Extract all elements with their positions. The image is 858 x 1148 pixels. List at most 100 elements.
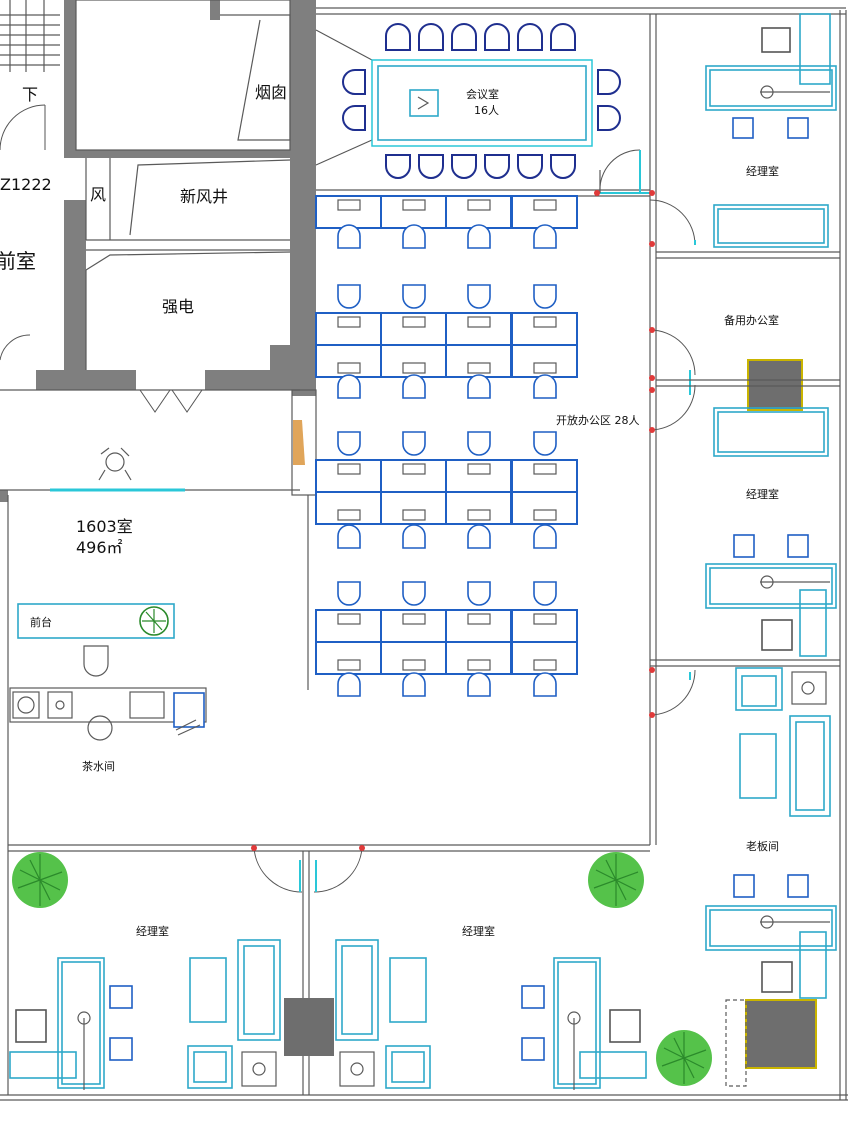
boss-room: 老板间 <box>705 667 837 1087</box>
door-markers <box>251 190 655 851</box>
computer-monitor-icon <box>467 463 491 475</box>
computer-monitor-icon <box>337 316 361 328</box>
office-chair-icon <box>467 581 491 606</box>
manager-room-mid-label: 经理室 <box>746 487 779 501</box>
electrical-label: 强电 <box>162 297 194 316</box>
manager-room-top: 经理室 <box>656 13 840 259</box>
office-chair-icon <box>533 431 557 456</box>
bottom-manager-rooms: 经理室 经理室 <box>9 847 647 1095</box>
stair-down-label: 下 <box>22 85 38 104</box>
workstation-desk <box>315 312 382 346</box>
reception-label: 前台 <box>30 615 52 629</box>
office-chair-icon <box>467 524 491 549</box>
computer-monitor-icon <box>402 199 426 211</box>
workstation-desk <box>511 609 578 643</box>
computer-monitor-icon <box>337 659 361 671</box>
office-chair-icon <box>337 524 361 549</box>
computer-monitor-icon <box>533 316 557 328</box>
person-figure-icon <box>98 447 132 481</box>
meeting-room-label: 会议室 <box>466 87 499 101</box>
office-chair-icon <box>337 284 361 309</box>
office-chair-icon <box>533 524 557 549</box>
workstation-desk <box>315 491 382 525</box>
workstation-desk <box>445 459 512 493</box>
workstation-desk <box>445 195 512 229</box>
meeting-chairs <box>342 23 621 179</box>
workstation-desk <box>511 344 578 378</box>
meeting-room: 会议室 16人 <box>315 23 650 197</box>
workstation-desk <box>445 491 512 525</box>
plant-icon <box>12 852 68 908</box>
workstation-desk <box>315 344 382 378</box>
workstation-desk <box>511 312 578 346</box>
core-rooms <box>0 0 317 496</box>
office-chair-icon <box>337 672 361 697</box>
room-code-label: Z1222 <box>0 175 52 194</box>
tea-room-label: 茶水间 <box>82 760 115 773</box>
office-chair-icon <box>533 581 557 606</box>
workstation-desk <box>380 491 447 525</box>
computer-monitor-icon <box>337 199 361 211</box>
office-chair-icon <box>533 224 557 249</box>
spare-office: 备用办公室 <box>656 313 840 457</box>
workstation-desk <box>511 459 578 493</box>
manager-room-top-label: 经理室 <box>746 164 779 178</box>
computer-monitor-icon <box>533 613 557 625</box>
workstation-desk <box>380 195 447 229</box>
workstation-desk <box>511 195 578 229</box>
computer-monitor-icon <box>533 509 557 521</box>
office-chair-icon <box>467 284 491 309</box>
computer-monitor-icon <box>337 509 361 521</box>
workstation-desk <box>445 609 512 643</box>
computer-monitor-icon <box>402 659 426 671</box>
workstation-desk <box>315 459 382 493</box>
computer-monitor-icon <box>467 362 491 374</box>
unit-1603: 1603室 496㎡ 前台 茶水间 <box>7 495 650 1095</box>
unit-area-label: 496㎡ <box>76 538 123 557</box>
manager-room-mid: 经理室 <box>650 487 840 667</box>
office-chair-icon <box>337 224 361 249</box>
workstation-desk <box>380 609 447 643</box>
office-chair-icon <box>467 672 491 697</box>
computer-monitor-icon <box>467 316 491 328</box>
computer-monitor-icon <box>467 509 491 521</box>
office-chair-icon <box>402 431 426 456</box>
workstation-desk <box>380 459 447 493</box>
office-chair-icon <box>467 374 491 399</box>
core-walls <box>0 0 316 502</box>
computer-monitor-icon <box>533 199 557 211</box>
unit-number-label: 1603室 <box>76 517 133 536</box>
computer-monitor-icon <box>337 463 361 475</box>
workstation-desk <box>380 344 447 378</box>
office-chair-icon <box>533 374 557 399</box>
open-office-label: 开放办公区 28人 <box>556 413 640 427</box>
computer-monitor-icon <box>467 199 491 211</box>
plant-icon <box>656 1030 712 1086</box>
office-chair-icon <box>533 672 557 697</box>
spare-office-label: 备用办公室 <box>724 313 779 327</box>
chimney-label: 烟囱 <box>255 83 287 102</box>
office-chair-icon <box>467 431 491 456</box>
building-outline <box>0 7 848 1101</box>
lobby-label: 前室 <box>0 249 36 273</box>
workstation-desk <box>380 312 447 346</box>
office-chair-icon <box>337 431 361 456</box>
workstation-desk <box>445 344 512 378</box>
computer-monitor-icon <box>467 613 491 625</box>
computer-monitor-icon <box>533 362 557 374</box>
computer-monitor-icon <box>402 362 426 374</box>
office-chair-icon <box>402 224 426 249</box>
workstation-desk <box>445 312 512 346</box>
office-chair-icon <box>402 524 426 549</box>
workstation-desk <box>315 641 382 675</box>
boss-room-label: 老板间 <box>746 839 779 853</box>
manager-room-bottom-left-label: 经理室 <box>136 924 169 938</box>
computer-monitor-icon <box>533 463 557 475</box>
computer-monitor-icon <box>467 659 491 671</box>
office-chair-icon <box>467 224 491 249</box>
meeting-capacity-label: 16人 <box>474 104 499 117</box>
workstation-desk <box>445 641 512 675</box>
computer-monitor-icon <box>533 659 557 671</box>
office-chair-icon <box>337 581 361 606</box>
plant-icon <box>588 852 644 908</box>
